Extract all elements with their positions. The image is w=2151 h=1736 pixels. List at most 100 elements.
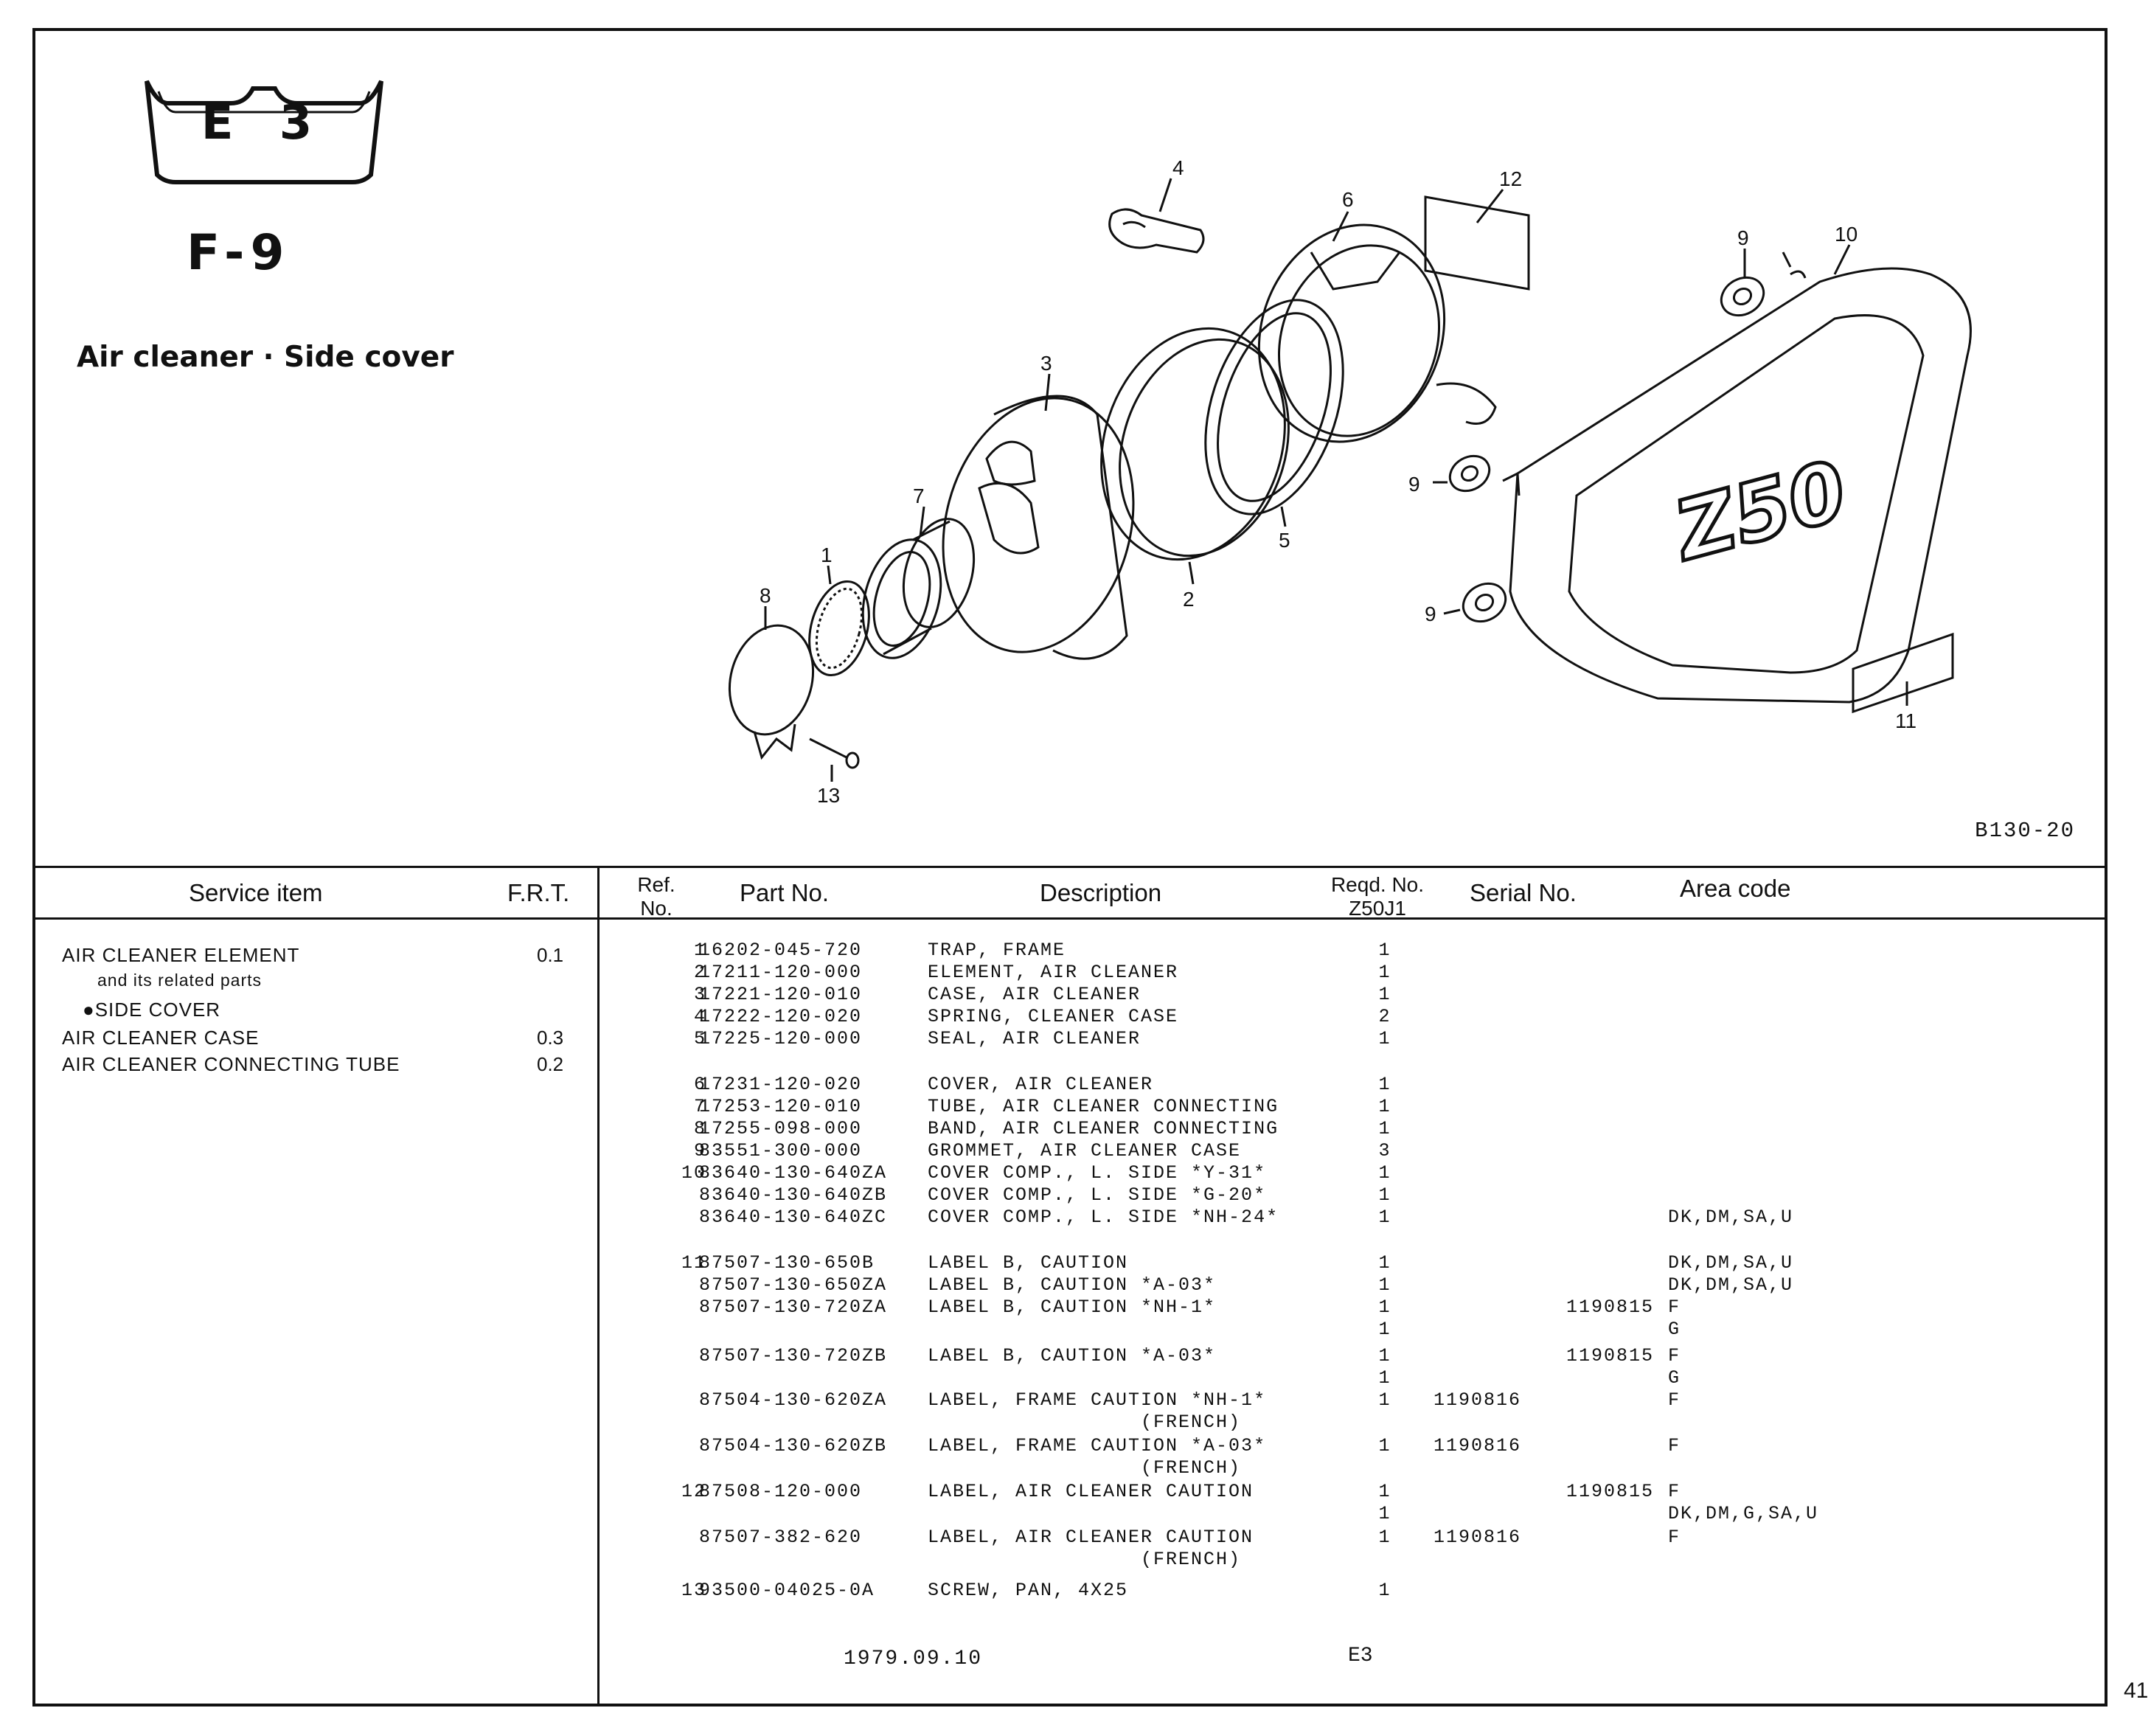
column-divider [597,866,600,1707]
frame-trap-icon [808,565,870,677]
parts-cell-ref: 12 [681,1481,706,1502]
parts-cell-part: 87504-130-620ZA [699,1389,888,1411]
parts-cell-qty: 1 [1378,1481,1391,1502]
parts-cell-qty: 1 [1378,1435,1391,1456]
parts-cell-desc: TRAP, FRAME [928,940,1066,961]
ref-header-top: Ref. [637,873,675,896]
parts-cell-qty: 2 [1378,1006,1391,1027]
parts-cell-desc: LABEL, FRAME CAUTION *A-03* [928,1435,1267,1456]
service-item-4: AIR CLEANER CONNECTING TUBE [62,1053,400,1075]
parts-cell-desc: SEAL, AIR CLEANER [928,1028,1141,1049]
parts-cell-area: F [1668,1527,1681,1548]
parts-cell-desc: (FRENCH) [928,1457,1242,1479]
exploded-view-drawing: Z50 4 6 12 9 10 3 9 5 7 1 2 9 8 11 13 [728,156,1972,807]
parts-cell-part: 87507-130-650B [699,1252,875,1274]
parts-cell-qty: 1 [1378,1118,1391,1139]
parts-cell-ref: 8 [693,1118,706,1139]
callout-8: 8 [760,584,771,607]
parts-row: (FRENCH) [35,1412,2105,1434]
parts-cell-part: 17225-120-000 [699,1028,863,1049]
parts-cell-part: 17253-120-010 [699,1096,863,1117]
service-item-header: Service item [189,879,323,906]
parts-cell-s1: 1190816 [1434,1389,1522,1411]
parts-cell-desc: LABEL B, CAUTION *A-03* [928,1345,1217,1367]
parts-row: 87504-130-620ZB LABEL, FRAME CAUTION *A-0… [35,1435,2105,1457]
footer-section-code: E3 [1348,1645,1373,1667]
parts-cell-area: G [1668,1319,1681,1340]
parts-cell-qty: 1 [1378,1028,1391,1049]
parts-row: (FRENCH) [35,1457,2105,1479]
issue-date: 1979.09.10 [844,1648,983,1670]
callout-12: 12 [1499,167,1522,190]
parts-cell-part: 83640-130-640ZB [699,1184,888,1206]
parts-cell-qty: 1 [1378,1162,1391,1184]
parts-cell-part: 17255-098-000 [699,1118,863,1139]
reqd-header-bottom: Z50J1 [1349,897,1406,920]
parts-cell-part: 87507-130-650ZA [699,1274,888,1296]
parts-cell-part: 17221-120-010 [699,984,863,1005]
page-title: Air cleaner · Side cover [77,341,454,374]
callout-11: 11 [1895,709,1917,732]
service-item-0: AIR CLEANER ELEMENT [62,944,300,966]
parts-cell-ref: 11 [681,1252,706,1274]
service-item-3: AIR CLEANER CASE [62,1027,260,1049]
parts-cell-desc: LABEL, AIR CLEANER CAUTION [928,1527,1254,1548]
header-divider [35,917,2105,920]
parts-cell-desc: LABEL B, CAUTION [928,1252,1129,1274]
section-badge-icon [145,80,383,184]
callout-9-bottom: 9 [1425,603,1436,625]
parts-cell-qty: 1 [1378,1345,1391,1367]
parts-cell-desc: CASE, AIR CLEANER [928,984,1141,1005]
parts-cell-qty: 1 [1378,1096,1391,1117]
drawing-code: B130-20 [1975,819,2075,843]
parts-cell-desc: (FRENCH) [928,1412,1242,1433]
caution-label-12-icon [1424,189,1530,291]
cleaner-case-icon [942,373,1135,660]
service-item-2: ●SIDE COVER [83,999,221,1021]
parts-cell-part: 87504-130-620ZB [699,1435,888,1456]
reqd-header-top: Reqd. No. [1330,873,1425,896]
parts-cell-desc: (FRENCH) [928,1549,1242,1570]
parts-cell-desc: BAND, AIR CLEANER CONNECTING [928,1118,1279,1139]
air-element-icon [1100,327,1290,585]
caution-label-11-icon [1852,632,1954,714]
parts-cell-desc: COVER COMP., L. SIDE *NH-24* [928,1206,1279,1228]
part-no-header: Part No. [740,879,830,906]
parts-cell-qty: 1 [1378,1074,1391,1095]
parts-cell-part: 87507-130-720ZA [699,1296,888,1318]
parts-cell-part: 83551-300-000 [699,1140,863,1162]
parts-cell-ref: 3 [693,984,706,1005]
service-frt-4: 0.2 [537,1053,564,1075]
parts-cell-desc: SCREW, PAN, 4X25 [928,1580,1129,1601]
callout-9-top: 9 [1737,226,1749,249]
parts-cell-part: 87507-130-720ZB [699,1345,888,1367]
ref-no-header: Ref. No. [634,873,678,920]
connecting-band-icon [728,606,815,760]
parts-cell-s1: 1190816 [1434,1435,1522,1456]
parts-cell-ref: 4 [693,1006,706,1027]
pan-screw-icon [809,737,860,782]
callout-10: 10 [1835,223,1858,246]
parts-cell-desc: LABEL B, CAUTION *A-03* [928,1274,1217,1296]
parts-cell-desc: COVER, AIR CLEANER [928,1074,1154,1095]
description-header: Description [1040,879,1162,906]
parts-cell-qty: 1 [1378,962,1391,983]
parts-cell-qty: 1 [1378,1206,1391,1228]
reqd-no-header: Reqd. No. Z50J1 [1318,873,1436,920]
parts-cell-area: DK,DM,SA,U [1668,1252,1794,1274]
parts-cell-area: DK,DM,SA,U [1668,1274,1794,1296]
parts-cell-area: F [1668,1435,1681,1456]
connecting-tube-icon [861,506,976,659]
parts-cell-area: G [1668,1367,1681,1389]
parts-cell-ref: 10 [681,1162,706,1184]
parts-cell-desc: LABEL, FRAME CAUTION *NH-1* [928,1389,1267,1411]
parts-cell-part: 17211-120-000 [699,962,863,983]
